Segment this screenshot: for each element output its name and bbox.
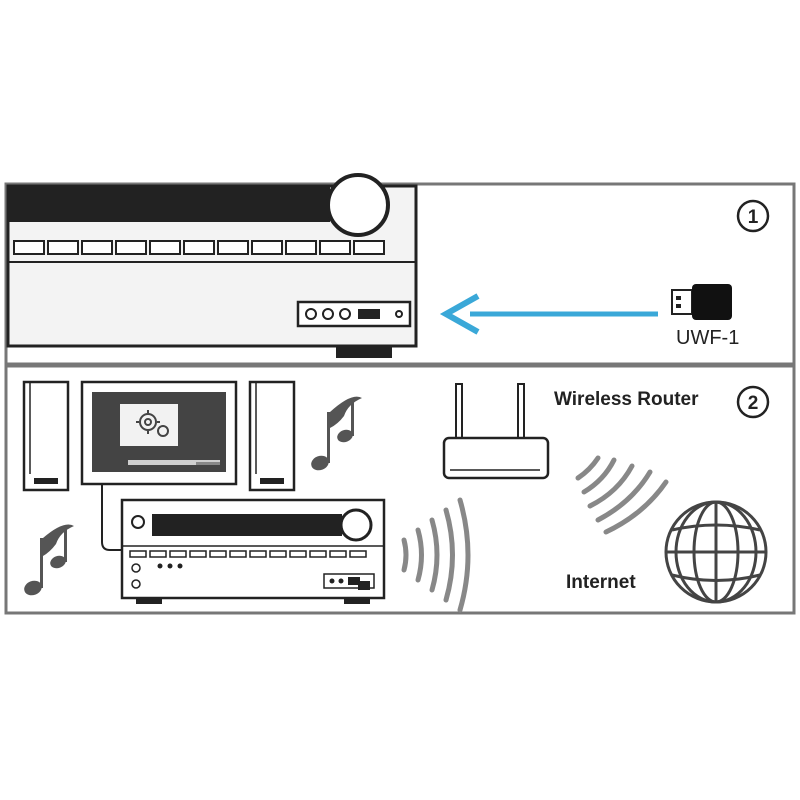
- music-note-icon: [311, 396, 362, 471]
- speaker-icon: [22, 380, 70, 492]
- router-icon: [442, 383, 550, 480]
- receiver-button-row: [13, 240, 385, 255]
- receiver-front-icon: [6, 173, 418, 358]
- router-label: Wireless Router: [554, 389, 699, 410]
- step-2-badge: 2: [736, 385, 770, 419]
- hdmi-cable: [101, 484, 124, 551]
- av-receiver-icon: [120, 498, 386, 604]
- music-note-icon: [24, 524, 74, 596]
- wifi-waves-icon: [401, 497, 471, 613]
- step-1-number: 1: [748, 207, 759, 228]
- tv-icon: [80, 380, 238, 486]
- step-2-number: 2: [748, 393, 759, 414]
- gear-icon: [136, 410, 169, 437]
- arrow-left-icon: [439, 293, 658, 335]
- usb-adapter-icon: [671, 284, 732, 320]
- internet-label: Internet: [566, 572, 636, 593]
- globe-icon: [664, 500, 768, 604]
- usb-adapter-label: UWF-1: [676, 327, 739, 349]
- step-1-badge: 1: [736, 199, 770, 233]
- speaker-icon: [248, 380, 296, 492]
- receiver-jack-panel: [296, 300, 412, 328]
- wifi-waves-icon: [575, 455, 669, 535]
